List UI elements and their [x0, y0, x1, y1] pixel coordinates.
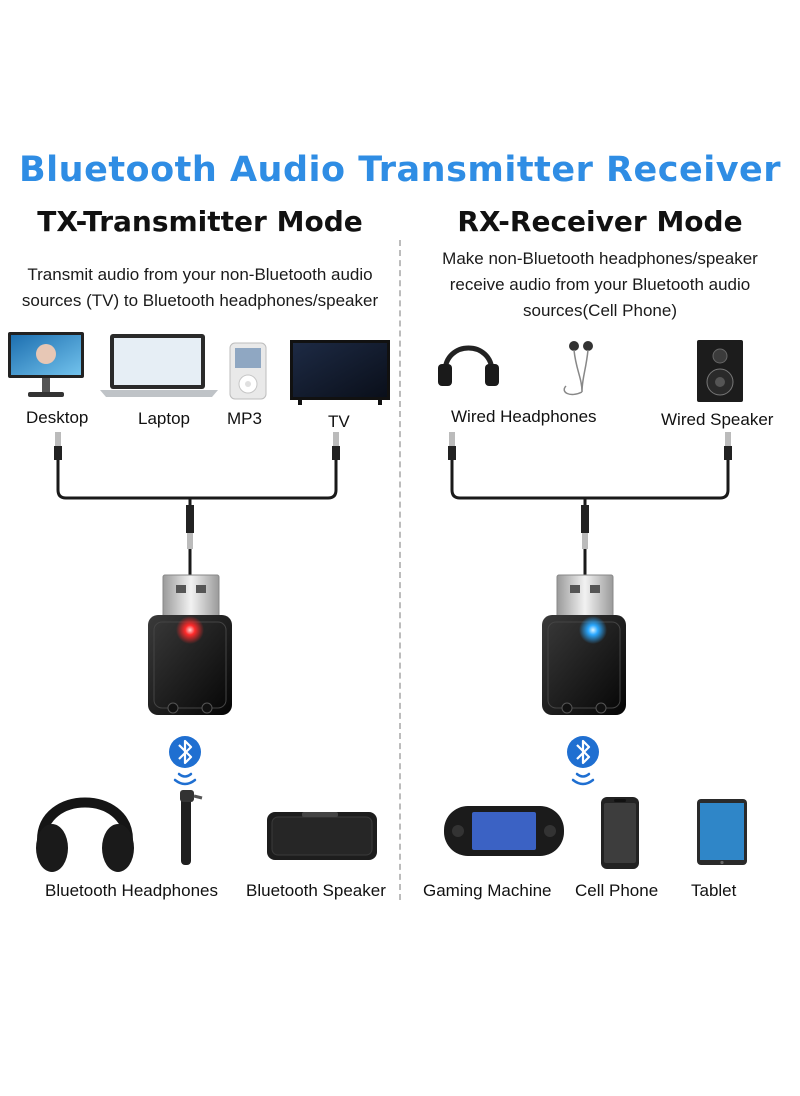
bluetooth-speaker-icon [267, 812, 377, 860]
rx-led-indicator [579, 616, 607, 644]
rx-aux-cable [450, 445, 730, 585]
tx-aux-plug-left [54, 432, 62, 460]
bluetooth-earpiece-icon [180, 790, 203, 865]
tv-icon [290, 340, 390, 405]
tablet-icon [697, 799, 747, 865]
tx-desc-line-1: Transmit audio from your non-Bluetooth a… [27, 265, 373, 284]
rx-bluetooth-icon [567, 736, 599, 768]
rx-aux-plug-right [724, 432, 732, 460]
wired-headphones-icon [438, 345, 499, 386]
rx-signal-waves-icon [571, 772, 595, 786]
tx-mode-title: TX-Transmitter Mode [37, 205, 363, 238]
rx-desc-line-1: Make non-Bluetooth headphones/speaker [442, 249, 758, 268]
tx-led-indicator [176, 616, 204, 644]
rx-mode-title: RX-Receiver Mode [457, 205, 743, 238]
rx-aux-plug-center [581, 505, 589, 549]
rx-description: Make non-Bluetooth headphones/speaker re… [400, 246, 800, 324]
desktop-monitor-icon [8, 332, 84, 397]
source-label-tablet: Tablet [691, 881, 737, 900]
mp3-player-icon [229, 342, 267, 400]
source-label-tv: TV [328, 412, 350, 431]
rx-desc-line-2: receive audio from your Bluetooth audio [449, 275, 751, 294]
output-label-bluetooth-headphones: Bluetooth Headphones [45, 881, 218, 900]
tx-aux-plug-center [186, 505, 194, 549]
cell-phone-icon [601, 797, 639, 869]
source-label-cell-phone: Cell Phone [575, 881, 659, 900]
rx-adapter-device [542, 574, 626, 715]
tx-aux-plug-right [332, 432, 340, 460]
mode-divider [399, 240, 401, 900]
source-label-gaming-machine: Gaming Machine [423, 881, 552, 900]
sink-label-wired-speaker: Wired Speaker [661, 410, 774, 429]
output-label-bluetooth-speaker: Bluetooth Speaker [246, 881, 386, 900]
source-label-desktop: Desktop [26, 408, 89, 427]
gaming-machine-icon [444, 806, 564, 856]
page-title: Bluetooth Audio Transmitter Receiver [18, 150, 782, 190]
tx-adapter-device [148, 574, 232, 715]
bluetooth-headphones-icon [36, 797, 134, 872]
wired-speaker-icon [697, 340, 743, 402]
tx-desc-line-2: sources (TV) to Bluetooth headphones/spe… [21, 291, 379, 310]
tx-aux-cable [56, 445, 338, 585]
rx-aux-plug-left [448, 432, 456, 460]
tx-signal-waves-icon [173, 772, 197, 786]
source-label-mp3: MP3 [227, 409, 262, 428]
tx-bluetooth-icon [169, 736, 201, 768]
rx-desc-line-3: sources(Cell Phone) [522, 301, 677, 320]
source-label-laptop: Laptop [138, 409, 190, 428]
sink-label-wired-headphones: Wired Headphones [451, 407, 597, 426]
earphones-icon [563, 341, 593, 396]
laptop-icon [100, 334, 218, 397]
tx-description: Transmit audio from your non-Bluetooth a… [0, 262, 400, 314]
